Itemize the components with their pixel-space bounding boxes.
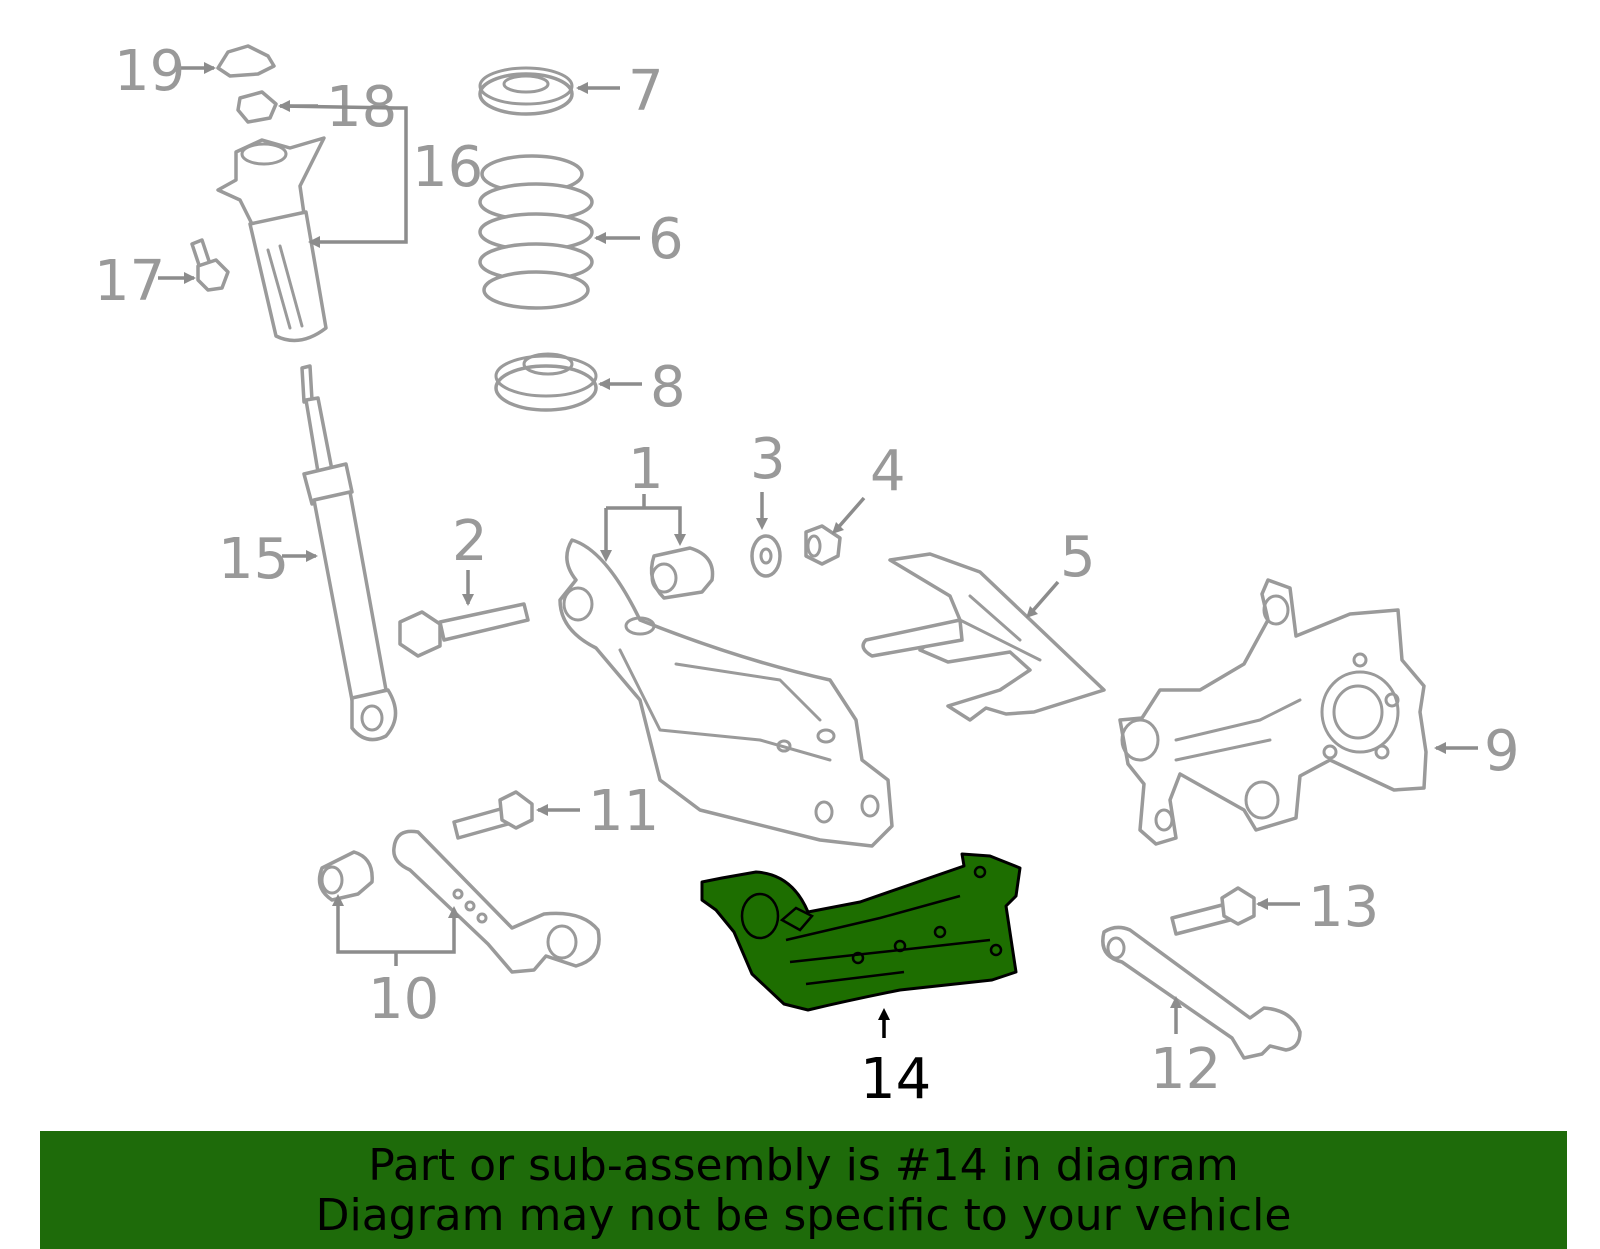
part-2-bolt [398, 602, 530, 658]
callout-3: 3 [750, 427, 786, 492]
part-10-link [317, 829, 601, 974]
part-14-trailing-arm [700, 852, 1022, 1012]
callout-1: 1 [628, 437, 664, 502]
part-15-shock-absorber [300, 364, 398, 742]
callout-8: 8 [650, 355, 686, 420]
callout-19: 19 [114, 39, 185, 104]
part-17-bolt [190, 238, 230, 292]
callout-14: 14 [860, 1047, 931, 1112]
part-13-bolt [1170, 886, 1256, 936]
banner-line-1: Part or sub-assembly is #14 in diagram [368, 1140, 1239, 1191]
callout-11: 11 [588, 779, 659, 844]
callout-2: 2 [452, 509, 488, 574]
part-9-knuckle [1118, 578, 1428, 846]
part-8-lower-spring-seat [494, 352, 598, 412]
callout-5: 5 [1060, 525, 1096, 590]
callout-10: 10 [368, 967, 439, 1032]
part-12-link [1101, 925, 1302, 1060]
part-5-shield [861, 552, 1106, 722]
callout-13: 13 [1308, 875, 1379, 940]
part-19-cap [216, 44, 276, 78]
part-3-washer [750, 534, 782, 578]
part-18-nut [236, 90, 278, 124]
callout-12: 12 [1150, 1037, 1221, 1102]
part-1-lower-arm [558, 538, 894, 848]
notice-banner: Part or sub-assembly is #14 in diagram D… [40, 1131, 1567, 1249]
callout-7: 7 [628, 59, 664, 124]
part-11-bolt [452, 790, 534, 840]
callout-4: 4 [870, 439, 906, 504]
part-7-upper-spring-seat [478, 66, 574, 116]
callout-17: 17 [94, 249, 165, 314]
part-16-upper-mount [216, 136, 328, 343]
part-4-nut [804, 524, 842, 566]
part-6-coil-spring [478, 154, 594, 310]
callout-9: 9 [1484, 719, 1520, 784]
callout-16: 16 [412, 135, 483, 200]
banner-line-2: Diagram may not be specific to your vehi… [315, 1190, 1292, 1241]
callout-15: 15 [218, 527, 289, 592]
callout-6: 6 [648, 207, 684, 272]
